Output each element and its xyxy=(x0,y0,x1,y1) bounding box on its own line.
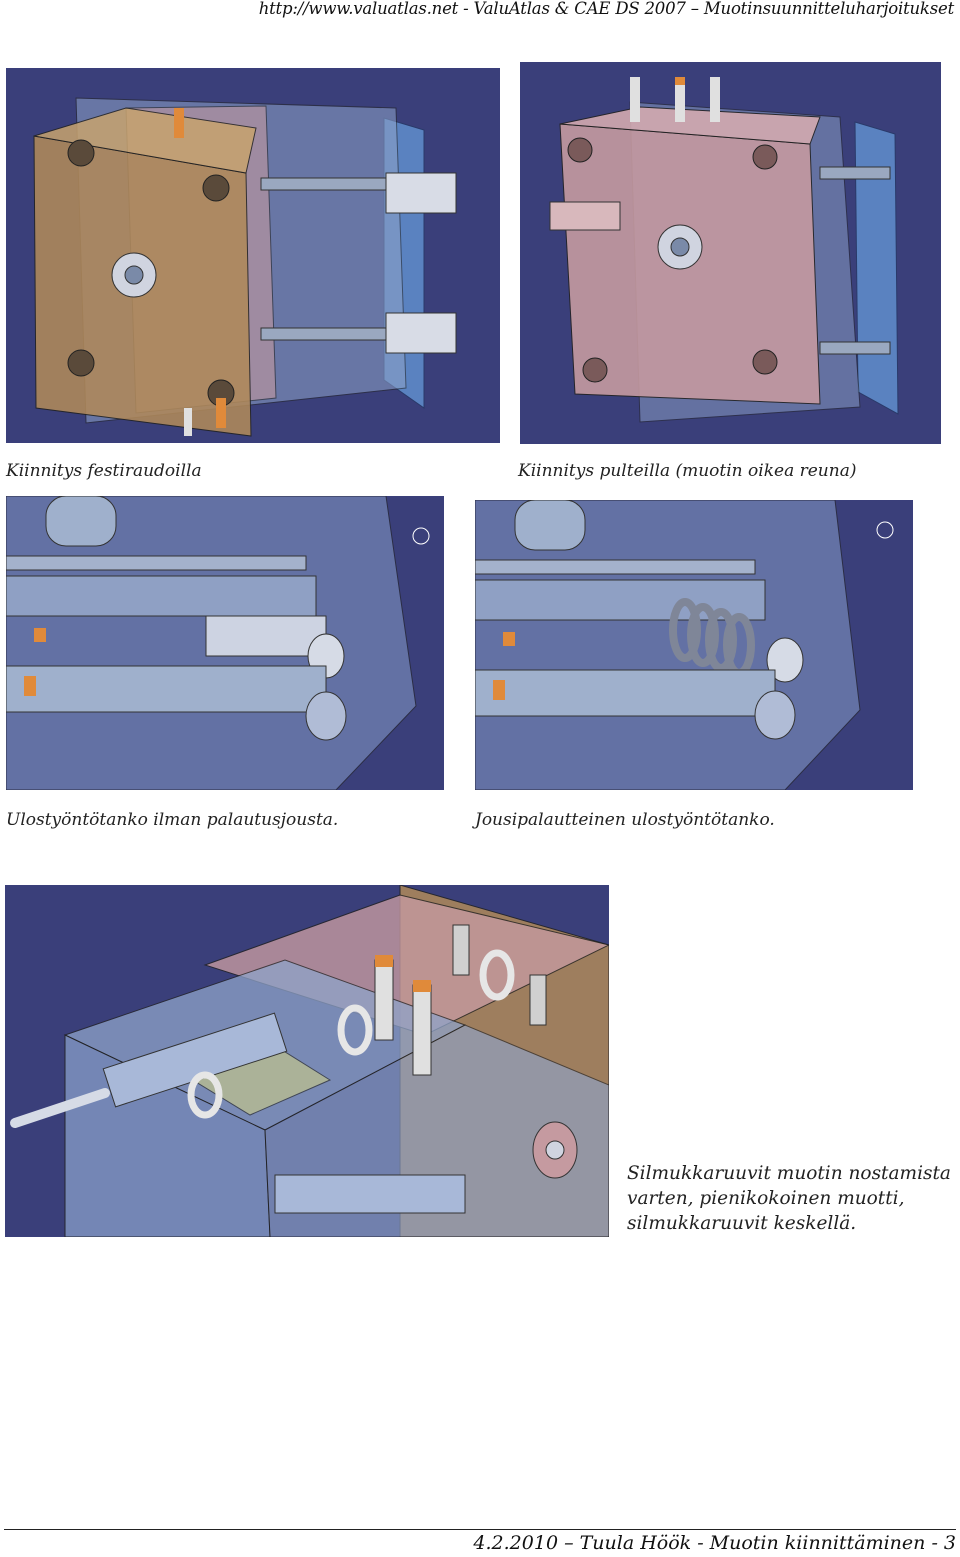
figure-mould-clamp-plates xyxy=(6,68,500,443)
figure-spring-return-ejector-rod xyxy=(475,500,913,790)
spring-return-ejector-rod-illustration xyxy=(475,500,913,790)
ejector-rod-no-spring-illustration xyxy=(6,496,444,790)
figure-caption: Ulostyöntötanko ilman palautusjousta. xyxy=(6,810,339,830)
mould-bolt-mounting-illustration xyxy=(520,62,941,444)
figure-mould-bolt-mounting xyxy=(520,62,941,444)
mould-clamp-plates-illustration xyxy=(6,68,500,443)
caption-line: varten, pienikokoinen muotti, xyxy=(627,1188,905,1209)
page-footer: 4.2.2010 – Tuula Höök - Muotin kiinnittä… xyxy=(473,1532,956,1554)
figure-ejector-rod-no-spring xyxy=(6,496,444,790)
eye-bolt-icon xyxy=(187,949,515,1119)
figure-caption-eye-bolts: Silmukkaruuvit muotin nostamista varten,… xyxy=(627,1161,951,1236)
caption-line: Silmukkaruuvit muotin nostamista xyxy=(627,1163,951,1184)
figure-eye-bolts xyxy=(5,885,609,1237)
figure-caption: Kiinnitys festiraudoilla xyxy=(6,461,202,481)
figure-caption: Kiinnitys pulteilla (muotin oikea reuna) xyxy=(518,461,857,481)
page-header: http://www.valuatlas.net - ValuAtlas & C… xyxy=(0,0,960,22)
caption-line: silmukkaruuvit keskellä. xyxy=(627,1213,857,1234)
figure-caption: Jousipalautteinen ulostyöntötanko. xyxy=(475,810,775,830)
eye-bolts-illustration xyxy=(5,885,609,1237)
header-text: http://www.valuatlas.net - ValuAtlas & C… xyxy=(258,0,954,18)
footer-divider xyxy=(4,1529,956,1530)
